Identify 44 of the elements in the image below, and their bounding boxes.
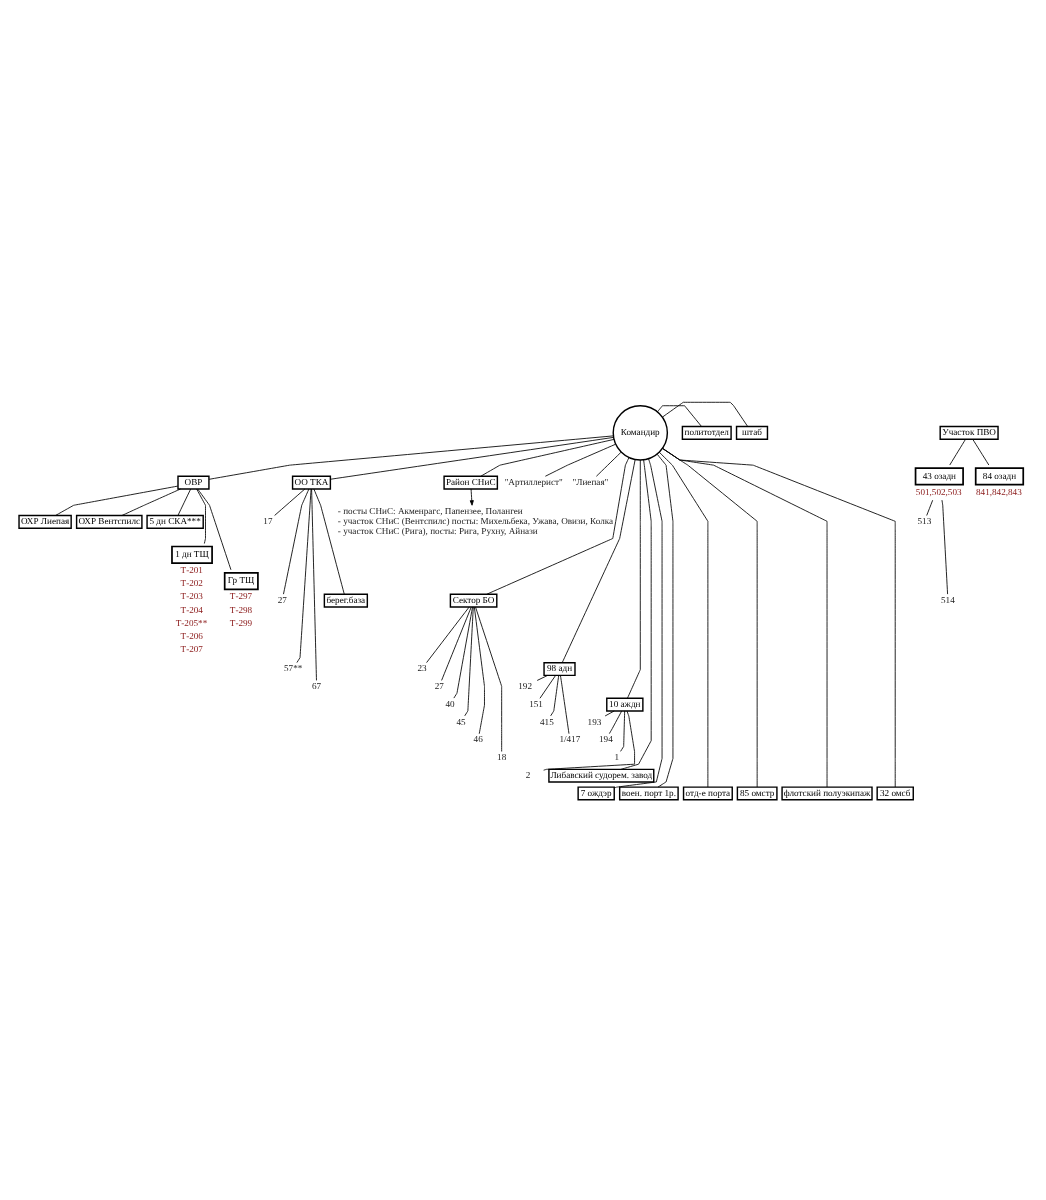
- connector: [473, 605, 485, 734]
- connector: [536, 674, 548, 680]
- connector: [662, 447, 896, 787]
- connector: [441, 605, 472, 680]
- connector: [296, 487, 312, 662]
- connector: [544, 442, 616, 476]
- connector: [972, 437, 990, 465]
- connector: [561, 458, 636, 663]
- connector: [208, 434, 614, 479]
- connector: [656, 452, 674, 787]
- connector: [941, 498, 948, 594]
- connector: [480, 438, 615, 476]
- connector: [620, 458, 652, 769]
- connector: [196, 487, 206, 543]
- connector: [658, 450, 709, 787]
- connector: [613, 457, 663, 788]
- connector: [595, 450, 622, 476]
- connector: [543, 709, 635, 770]
- connector: [620, 709, 626, 751]
- connector: [453, 605, 473, 698]
- connector: [274, 487, 306, 515]
- connector: [311, 487, 317, 680]
- connector: [662, 400, 748, 426]
- connector: [604, 709, 615, 716]
- connector: [121, 487, 181, 515]
- connector: [475, 605, 503, 751]
- connector: [426, 605, 470, 663]
- connector: [283, 487, 310, 594]
- connector: [313, 487, 345, 594]
- connector: [197, 487, 232, 570]
- connector: [464, 605, 474, 716]
- connector: [550, 674, 560, 716]
- connector: [560, 674, 570, 734]
- connector: [657, 404, 702, 426]
- connector: [55, 484, 179, 515]
- arrow: [469, 487, 474, 505]
- connector: [330, 436, 614, 479]
- connector: [949, 437, 966, 465]
- connector: [539, 674, 556, 698]
- connector: [608, 709, 623, 734]
- connector: [926, 498, 934, 515]
- connector: [177, 487, 192, 515]
- connector: [627, 458, 641, 698]
- connector: [486, 456, 630, 594]
